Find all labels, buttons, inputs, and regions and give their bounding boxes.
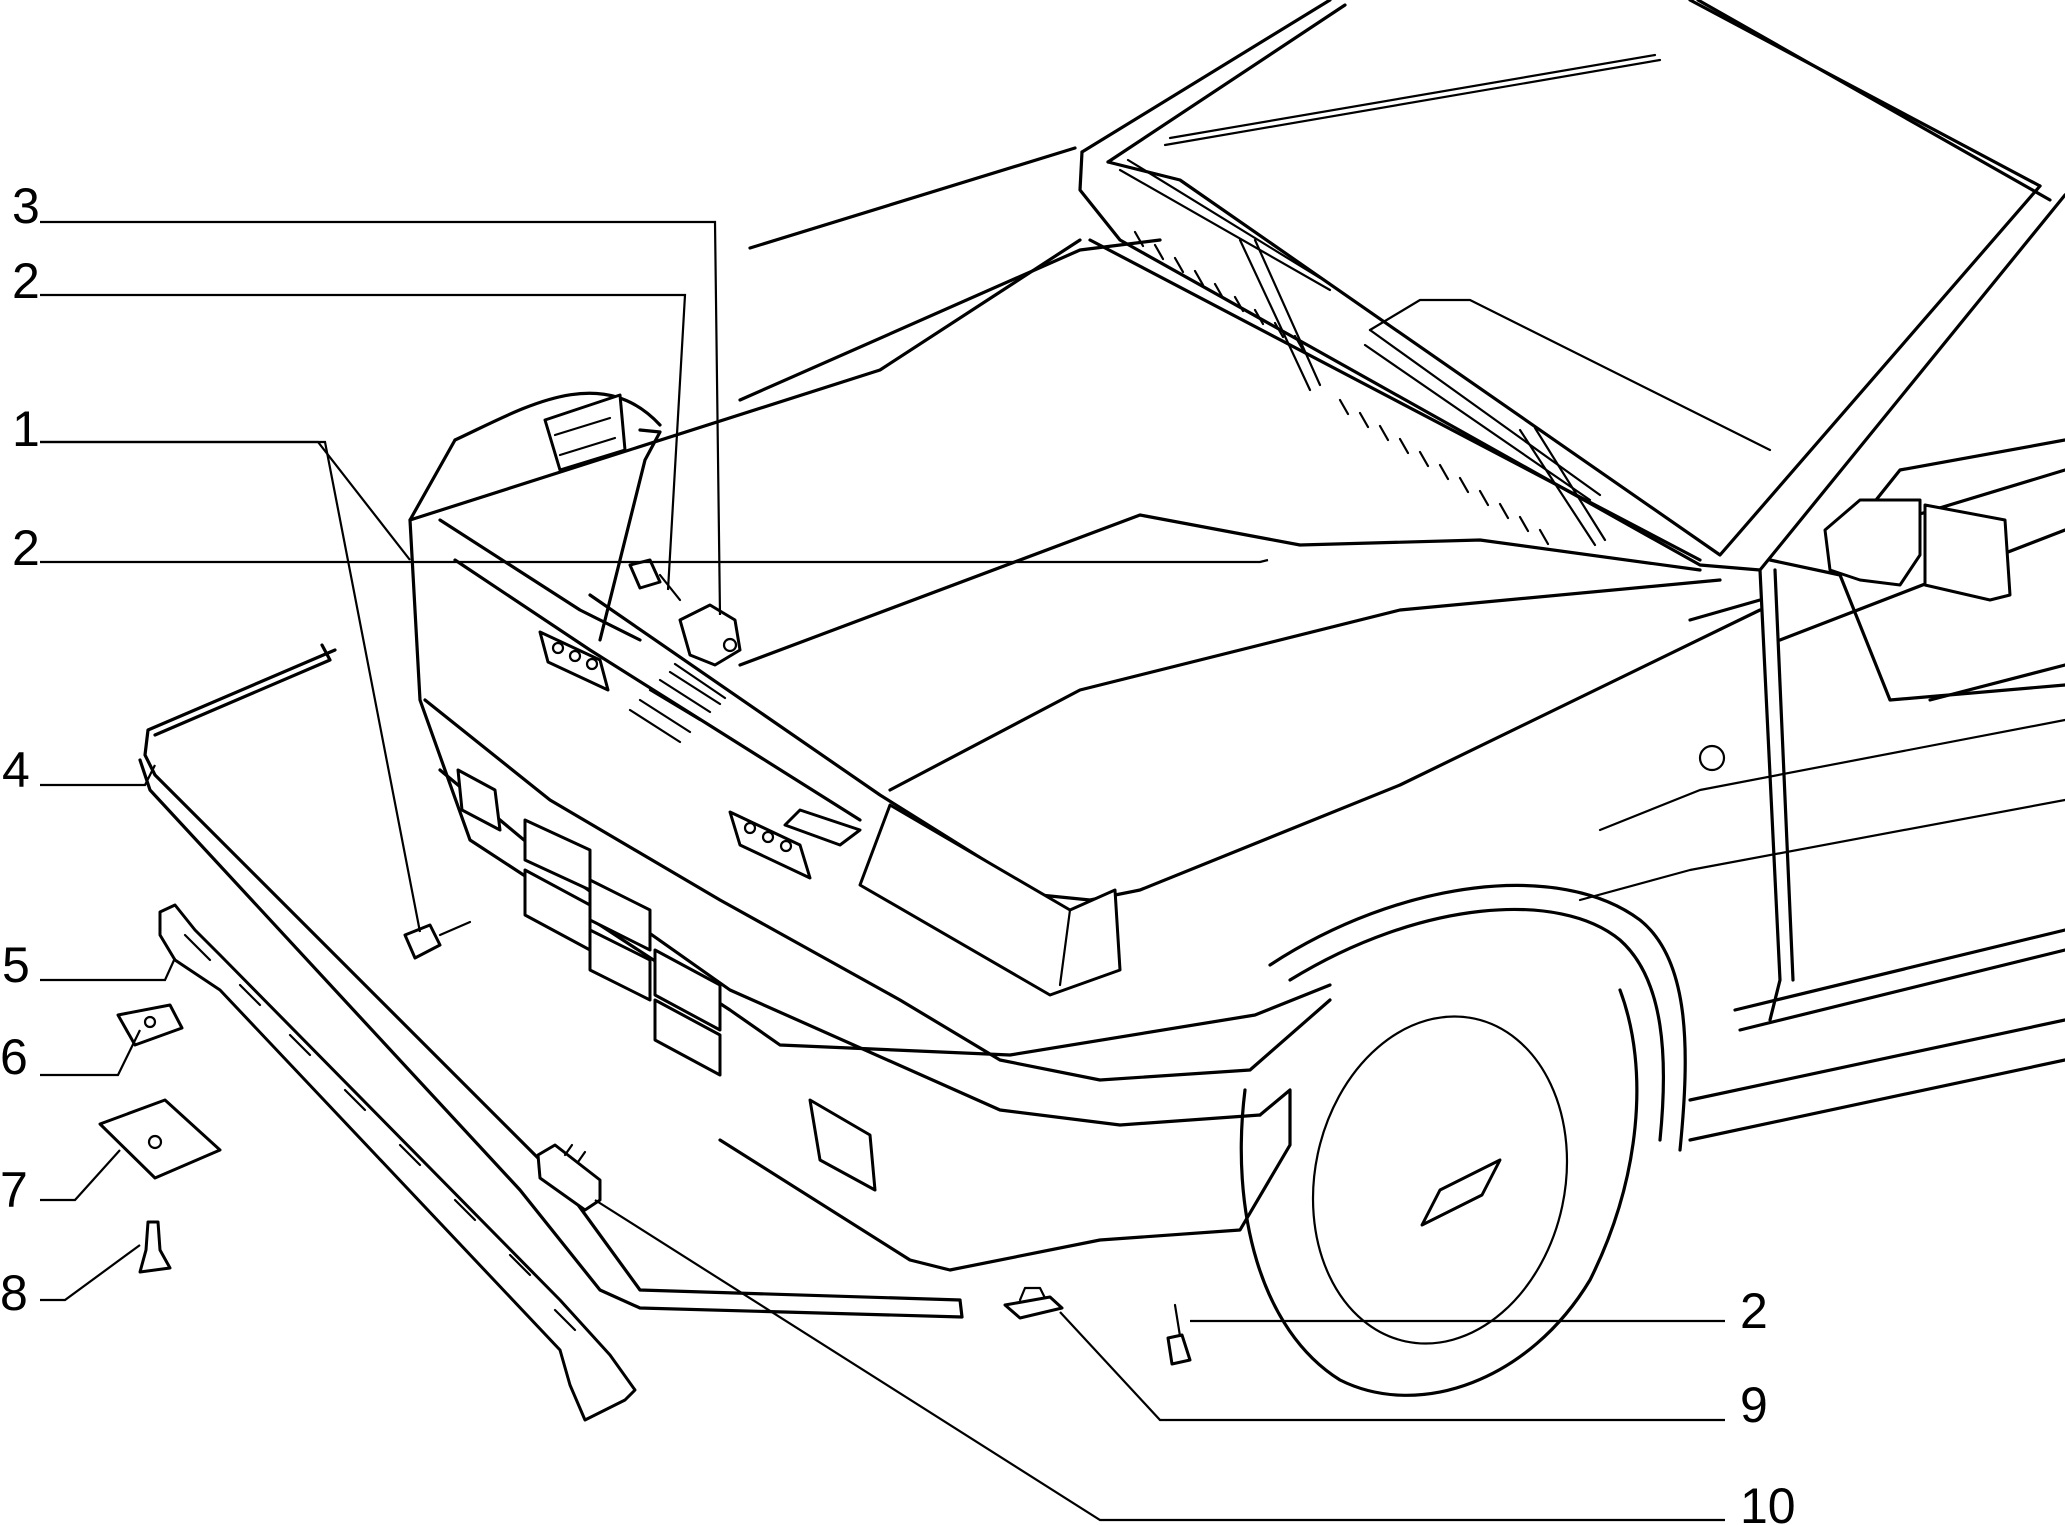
part-9-fastener — [1003, 1295, 1064, 1320]
part-2-screw-top — [628, 558, 662, 590]
part-2-screw-mid — [403, 923, 442, 960]
part-10-rubber-pad — [536, 1143, 602, 1212]
part-3-stopper — [678, 603, 742, 667]
callout-4: 4 — [2, 742, 30, 798]
front-end — [408, 391, 1332, 1272]
callout-1: 1 — [12, 401, 40, 457]
bumper-parts — [98, 558, 1192, 1422]
part-8-screw — [138, 1220, 172, 1274]
callout-10: 10 — [1740, 1478, 1796, 1525]
callout-2-top: 2 — [12, 253, 40, 309]
callout-9: 9 — [1740, 1377, 1768, 1433]
car-body-outline — [408, 0, 2065, 1397]
callout-6: 6 — [0, 1029, 28, 1085]
leader-lines — [40, 220, 1725, 1522]
callout-2-right: 2 — [1740, 1283, 1768, 1339]
part-6-clip — [116, 1003, 184, 1047]
part-5-lower-skirt — [158, 903, 637, 1422]
callout-3: 3 — [12, 178, 40, 234]
part-4-spoiler-strip — [138, 648, 964, 1319]
callout-2-mid: 2 — [12, 520, 40, 576]
part-2-bolt-right — [1166, 1333, 1192, 1366]
callout-7: 7 — [0, 1162, 28, 1218]
callout-8: 8 — [0, 1265, 28, 1321]
callout-5: 5 — [2, 937, 30, 993]
callout-numbers: 3 2 1 2 4 5 6 7 8 2 9 10 — [0, 178, 1796, 1525]
